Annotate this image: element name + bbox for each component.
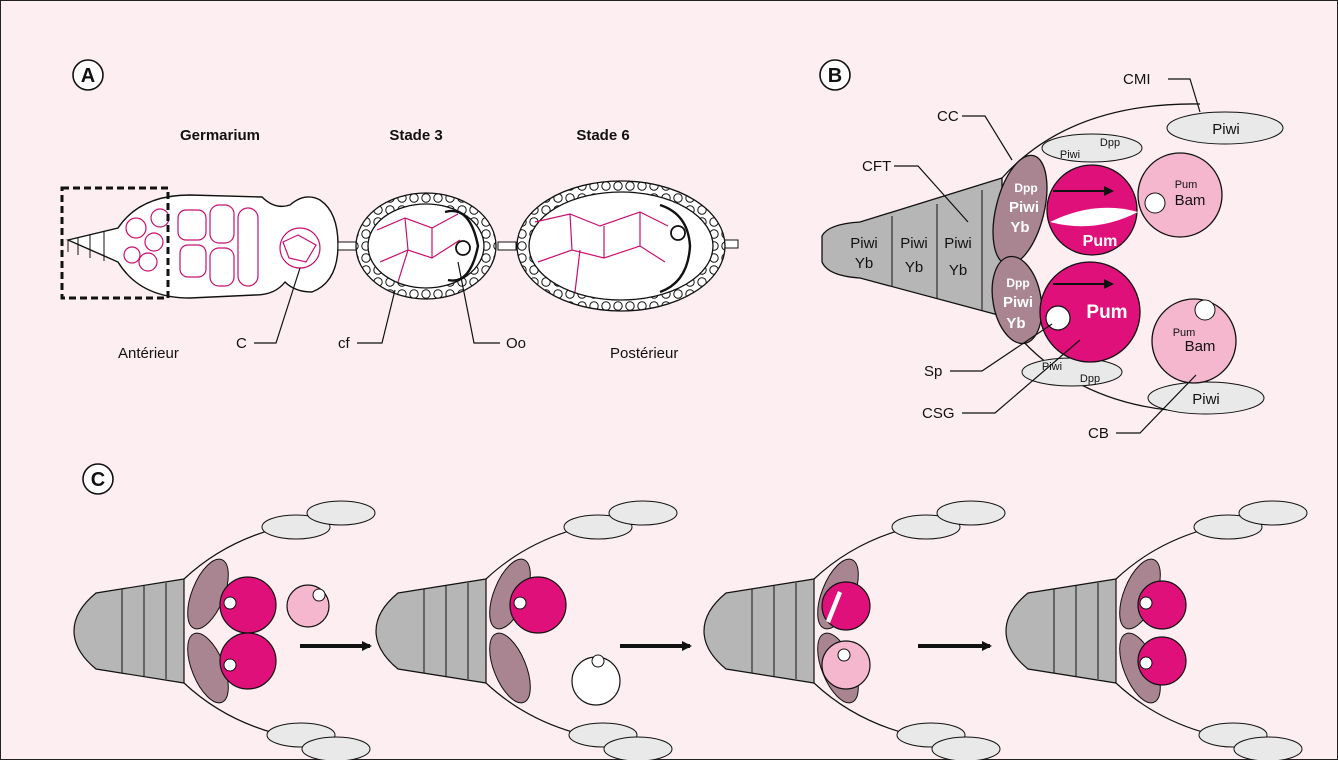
tf-cell-1-piwi: Piwi <box>850 235 878 252</box>
svg-text:C: C <box>91 469 105 491</box>
panel-c-step-3 <box>704 501 1005 760</box>
tf-cell-2-piwi: Piwi <box>900 235 928 252</box>
cap-cell-1-piwi: Piwi <box>1009 199 1039 216</box>
cb-1-pum: Pum <box>1175 179 1198 191</box>
cap-cell-1-yb: Yb <box>1010 219 1029 236</box>
callout-sp: Sp <box>924 363 942 380</box>
gsc-1-pum: Pum <box>1083 233 1118 250</box>
callout-cc: CC <box>937 108 959 125</box>
label-oo: Oo <box>506 335 526 352</box>
cap-cell-2-yb: Yb <box>1006 315 1025 332</box>
inner-sheath-2-piwi: Piwi <box>1192 391 1220 408</box>
escort-1-dpp: Dpp <box>1100 137 1120 149</box>
anterior-label: Antérieur <box>118 345 179 362</box>
stage-6-egg-chamber <box>517 181 725 311</box>
svg-text:B: B <box>828 65 842 87</box>
panel-label-c: C <box>83 464 113 494</box>
panel-c-step-1 <box>74 501 375 760</box>
tf-cell-3-piwi: Piwi <box>944 235 972 252</box>
escort-2-dpp: Dpp <box>1080 373 1100 385</box>
panel-a-stage-titles: Germarium Stade 3 Stade 6 <box>180 127 630 144</box>
tf-cell-1-yb: Yb <box>855 255 873 272</box>
callout-cft: CFT <box>862 158 891 175</box>
tf-cell-3-yb: Yb <box>949 262 967 279</box>
escort-1-piwi: Piwi <box>1060 149 1080 161</box>
callout-csg: CSG <box>922 405 955 422</box>
stage-title-stade-6: Stade 6 <box>576 127 629 144</box>
panel-label-a: A <box>73 60 103 90</box>
callout-cmi: CMI <box>1123 71 1151 88</box>
cap-cell-2-piwi: Piwi <box>1003 294 1033 311</box>
cap-cell-2-dpp: Dpp <box>1006 276 1029 290</box>
panel-c-step-4 <box>1006 501 1307 760</box>
cb-1-bam: Bam <box>1175 192 1206 209</box>
posterior-label: Postérieur <box>610 345 678 362</box>
panel-label-b: B <box>820 60 850 90</box>
svg-text:A: A <box>81 65 95 87</box>
stage-title-germarium: Germarium <box>180 127 260 144</box>
inner-sheath-1-piwi: Piwi <box>1212 121 1240 138</box>
tf-cell-2-yb: Yb <box>905 259 923 276</box>
cap-cell-1-dpp: Dpp <box>1014 181 1037 195</box>
label-cf: cf <box>338 335 351 352</box>
cb-2-bam: Bam <box>1185 338 1216 355</box>
callout-cb: CB <box>1088 425 1109 442</box>
label-c: C <box>236 335 247 352</box>
panel-c-step-2 <box>376 501 677 760</box>
stage-3-egg-chamber <box>356 193 496 299</box>
escort-2-piwi: Piwi <box>1042 361 1062 373</box>
stage-title-stade-3: Stade 3 <box>389 127 442 144</box>
gsc-2-pum: Pum <box>1086 302 1127 323</box>
